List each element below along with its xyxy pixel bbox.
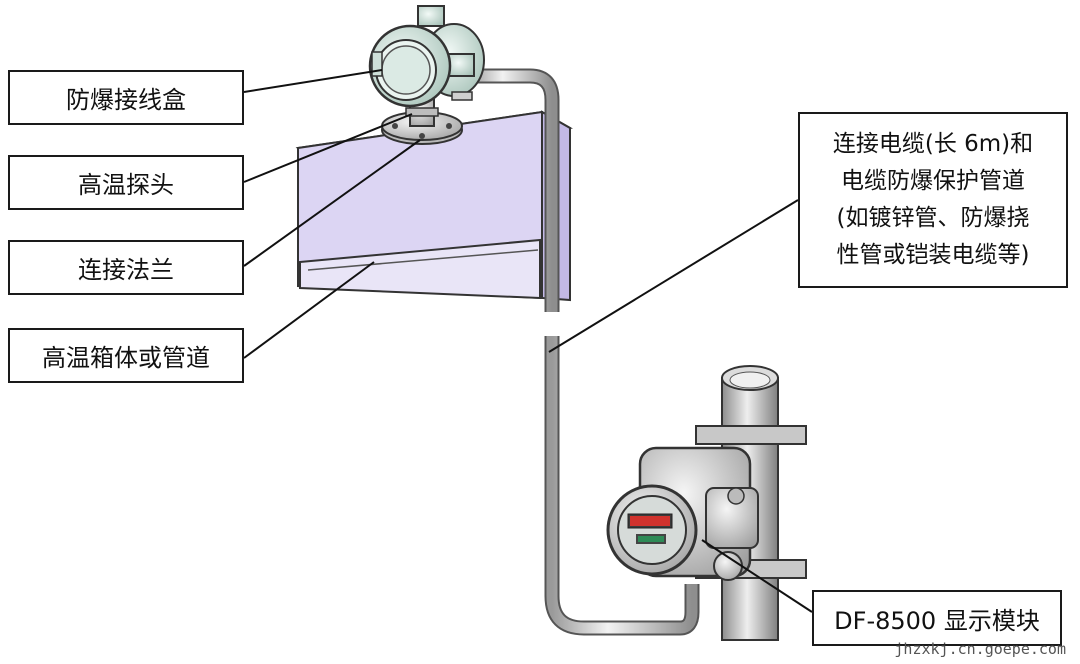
protective-pipe bbox=[470, 68, 700, 636]
cable-label-line-4: 性管或铠装电缆等) bbox=[836, 242, 1030, 268]
label-cable-and-protection: 连接电缆(长 6m)和 电缆防爆保护管道 (如镀锌管、防爆挠 性管或铠装电缆等) bbox=[798, 112, 1068, 288]
chamber-inner-edge bbox=[307, 249, 539, 271]
cable-label-line-3: (如镀锌管、防爆挠 bbox=[836, 205, 1030, 231]
label-connection-flange: 连接法兰 bbox=[8, 240, 244, 295]
leader-display bbox=[701, 539, 813, 613]
watermark-text: jhzxkj.cn.goepe.com bbox=[894, 640, 1066, 658]
junction-box bbox=[368, 5, 485, 108]
leader-cable bbox=[548, 199, 799, 353]
leader-probe bbox=[243, 113, 413, 183]
label-junction-box: 防爆接线盒 bbox=[8, 70, 244, 125]
leader-chamber bbox=[243, 261, 375, 359]
leader-lines bbox=[243, 69, 813, 613]
leader-flange bbox=[243, 139, 421, 267]
label-high-temp-probe: 高温探头 bbox=[8, 155, 244, 210]
cable-label-line-2: 电缆防爆保护管道 bbox=[841, 168, 1025, 194]
label-chamber-or-duct: 高温箱体或管道 bbox=[8, 328, 244, 383]
label-display-module: DF-8500 显示模块 bbox=[812, 590, 1062, 646]
display-module bbox=[606, 446, 759, 581]
leader-junction-box bbox=[243, 69, 383, 93]
cable-label-line-1: 连接电缆(长 6m)和 bbox=[832, 131, 1034, 157]
